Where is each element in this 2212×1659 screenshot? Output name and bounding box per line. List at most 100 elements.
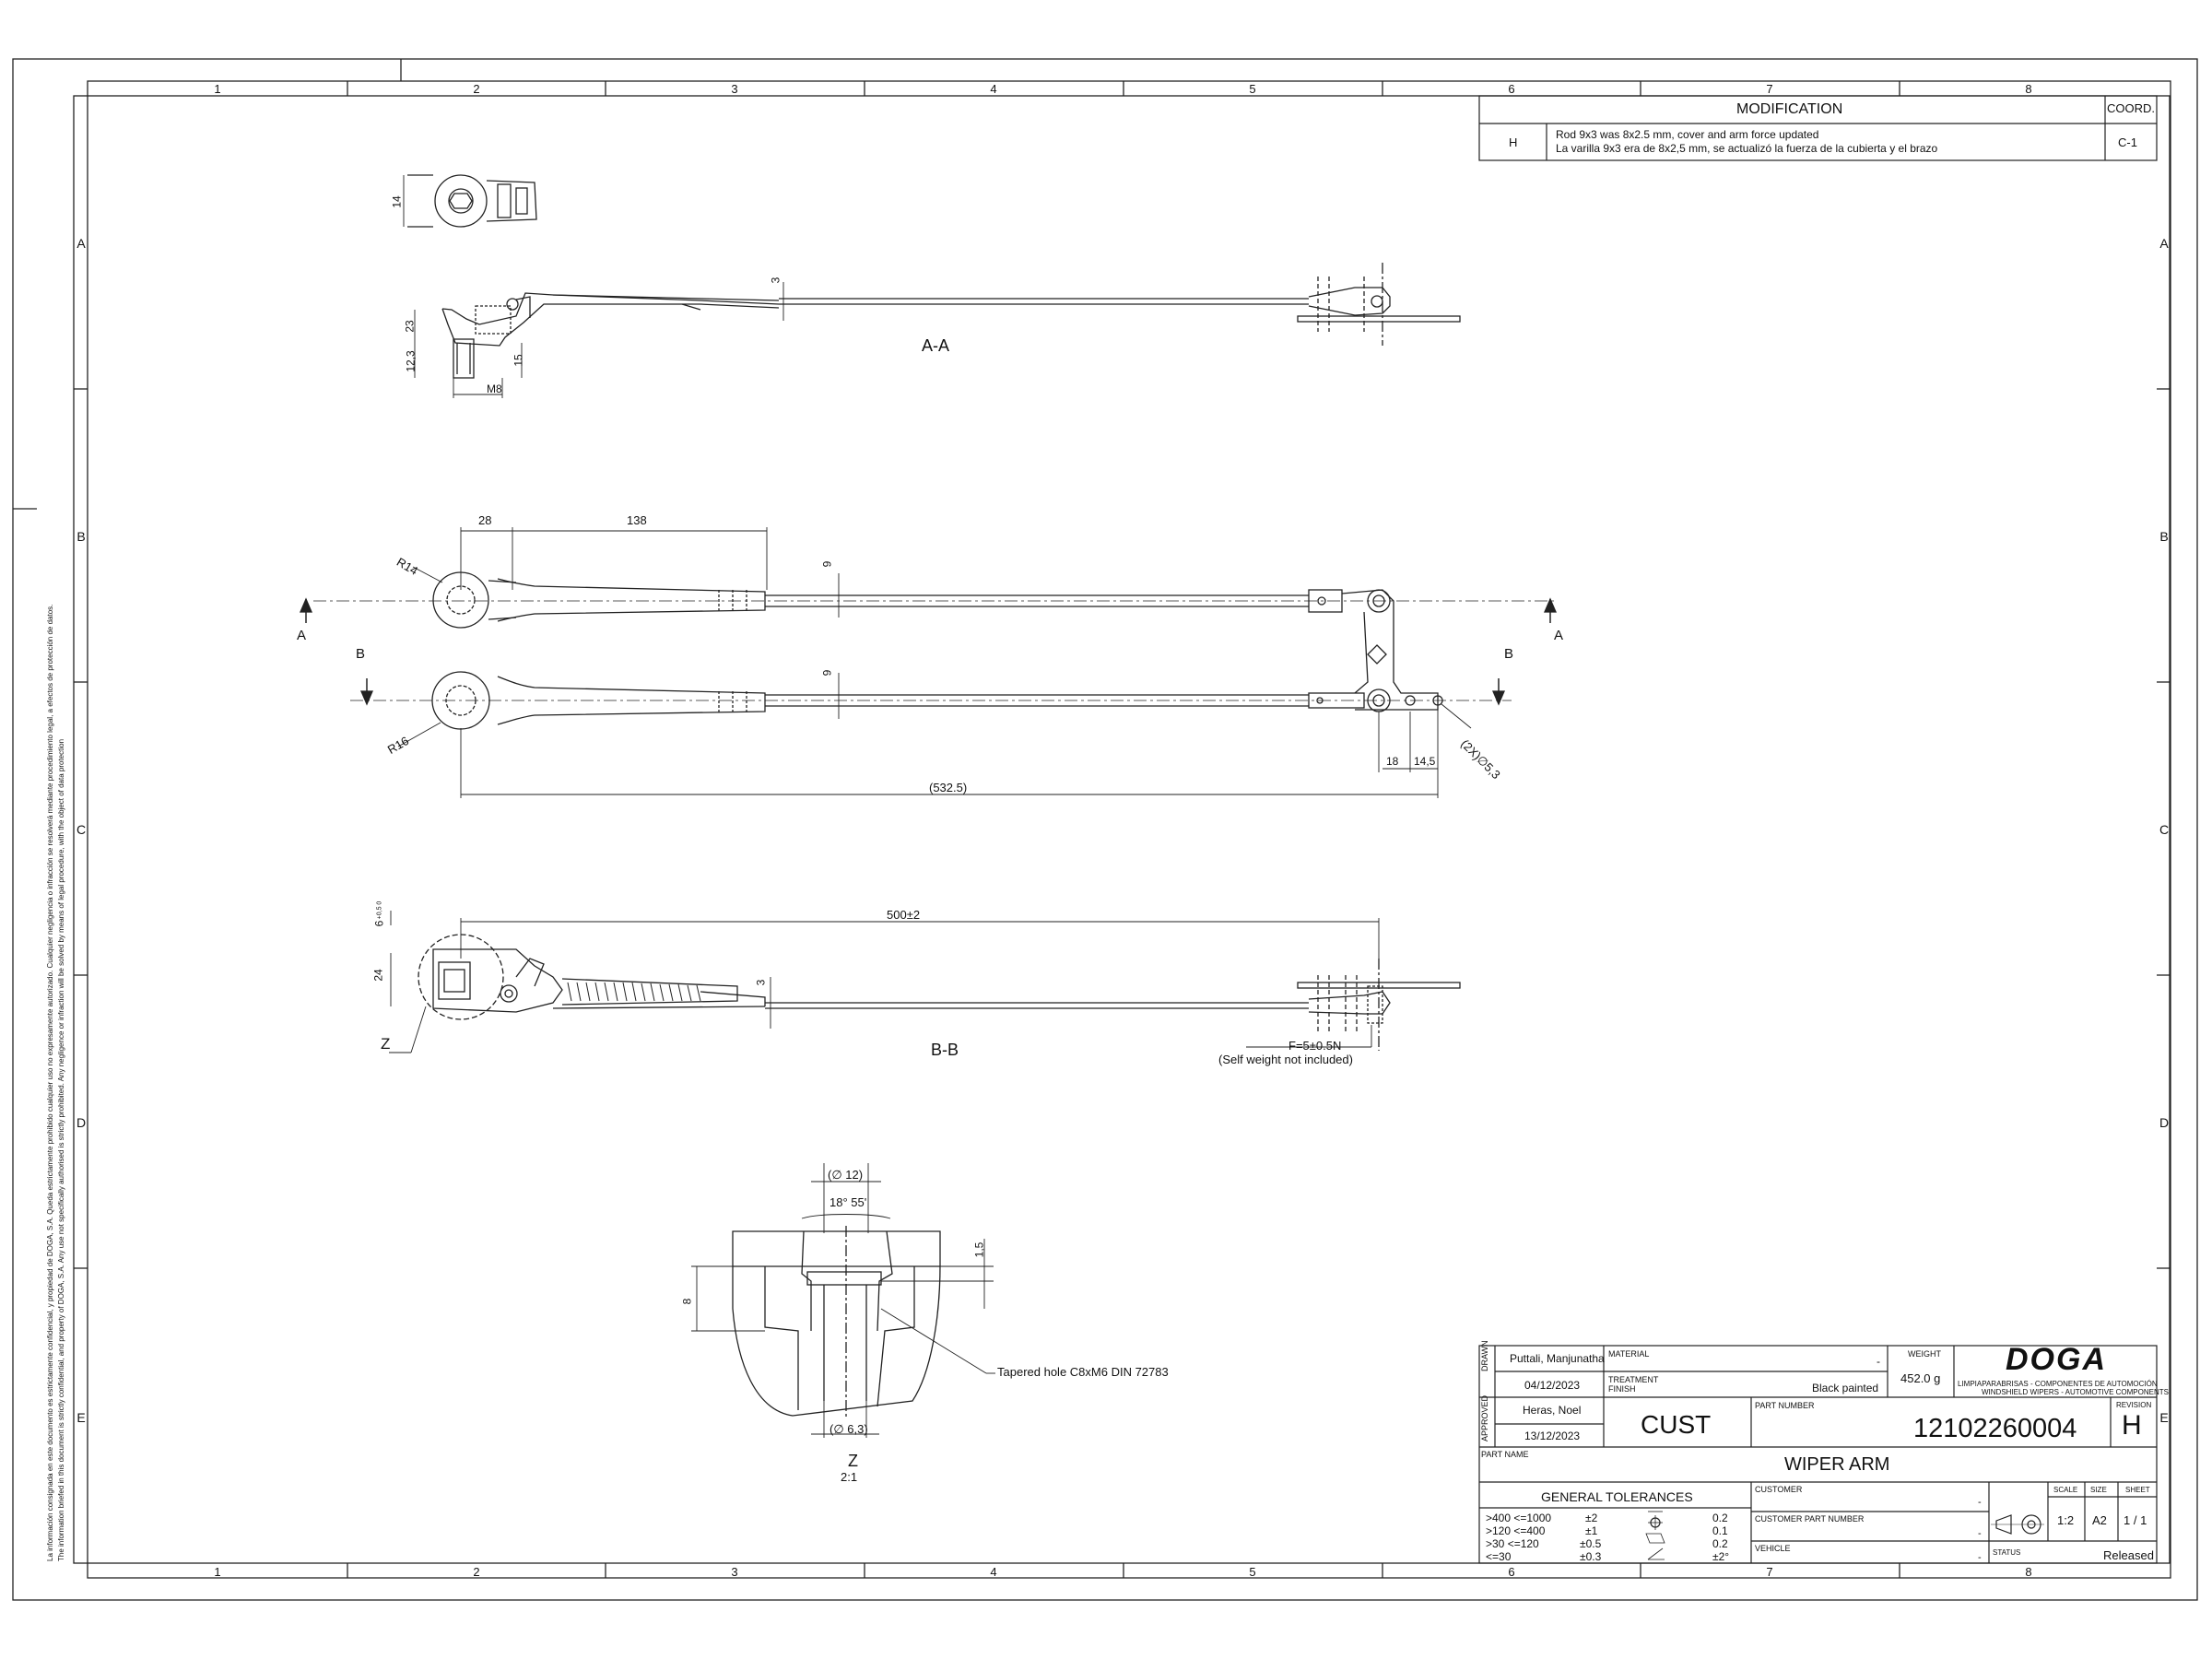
company-en: WINDSHIELD WIPERS - AUTOMOTIVE COMPONENT…	[1982, 1388, 2169, 1396]
customer-label: CUSTOMER	[1755, 1485, 1803, 1494]
zone-col-2-bottom: 2	[473, 1565, 480, 1579]
part-number-label: PART NUMBER	[1755, 1401, 1815, 1410]
weight-value: 452.0 g	[1900, 1371, 1941, 1385]
zone-col-2: 2	[473, 82, 480, 96]
zone-row-b: B	[76, 529, 86, 544]
zone-row-d: D	[76, 1115, 87, 1130]
dim-d12: (∅ 12)	[828, 1168, 864, 1182]
force-value: F=5±0.5N	[1288, 1039, 1342, 1053]
tol-geo-3: 0.2	[1712, 1537, 1728, 1550]
detail-z-label: Z	[848, 1452, 858, 1470]
zone-col-7: 7	[1766, 82, 1773, 96]
part-name-label: PART NAME	[1481, 1450, 1529, 1459]
zone-row-e: E	[76, 1410, 86, 1425]
modification-text-en: Rod 9x3 was 8x2.5 mm, cover and arm forc…	[1556, 128, 1819, 141]
tol-range-1: >400 <=1000	[1486, 1512, 1552, 1524]
tol-geo-4: ±2°	[1712, 1550, 1730, 1563]
zone-row-c-right: C	[2159, 822, 2170, 837]
scale-value: 1:2	[2057, 1513, 2075, 1527]
customer-value: -	[1978, 1497, 1982, 1508]
revision-label: REVISION	[2116, 1401, 2152, 1409]
zone-col-4: 4	[990, 82, 997, 96]
zone-col-8-bottom: 8	[2025, 1565, 2032, 1579]
tol-range-4: <=30	[1486, 1550, 1512, 1563]
section-mark-a-left: A	[297, 628, 307, 643]
tol-geo-2: 0.1	[1712, 1524, 1728, 1537]
part-number: 12102260004	[1913, 1414, 2077, 1443]
detail-z-ref: Z	[381, 1035, 391, 1053]
view-aa-label: A-A	[922, 336, 950, 355]
company-es: LIMPIAPARABRISAS - COMPONENTES DE AUTOMO…	[1958, 1380, 2158, 1388]
section-mark-a-right: A	[1554, 628, 1564, 643]
zone-col-3: 3	[731, 82, 738, 96]
tol-value-3: ±0.5	[1580, 1537, 1602, 1550]
force-note: (Self weight not included)	[1218, 1053, 1353, 1066]
zone-col-8: 8	[2025, 82, 2032, 96]
zone-row-e-right: E	[2159, 1410, 2169, 1425]
treatment-value: Black painted	[1812, 1382, 1879, 1394]
dim-500: 500±2	[887, 908, 921, 922]
zone-col-4-bottom: 4	[990, 1565, 997, 1579]
material-value: -	[1877, 1355, 1880, 1368]
dim-18: 18	[1386, 755, 1399, 768]
section-mark-b-left: B	[356, 646, 366, 662]
tol-value-2: ±1	[1585, 1524, 1598, 1537]
zone-col-5: 5	[1249, 82, 1256, 96]
part-name: WIPER ARM	[1784, 1454, 1890, 1475]
zone-col-6-bottom: 6	[1508, 1565, 1515, 1579]
general-tolerances-label: GENERAL TOLERANCES	[1541, 1489, 1693, 1504]
zone-col-5-bottom: 5	[1249, 1565, 1256, 1579]
vehicle-label: VEHICLE	[1755, 1544, 1791, 1553]
size-value: A2	[2092, 1513, 2107, 1527]
coord-header: COORD.	[2107, 101, 2155, 115]
scale-label: SCALE	[2053, 1486, 2078, 1494]
doga-logo: DOGA	[2006, 1342, 2107, 1377]
tapered-hole-note: Tapered hole C8xM6 DIN 72783	[997, 1365, 1169, 1379]
vehicle-value: -	[1978, 1552, 1982, 1563]
dim-28: 28	[478, 513, 492, 527]
modification-coord: C-1	[2118, 135, 2137, 149]
sheet-value: 1 / 1	[2124, 1513, 2147, 1527]
zone-col-1: 1	[214, 82, 221, 96]
approved-name: Heras, Noel	[1523, 1404, 1582, 1417]
dim-532-5: (532.5)	[929, 781, 968, 794]
approved-date: 13/12/2023	[1524, 1430, 1581, 1442]
tol-range-2: >120 <=400	[1486, 1524, 1546, 1537]
view-bb-label: B-B	[931, 1041, 959, 1059]
zone-col-1-bottom: 1	[214, 1565, 221, 1579]
drawn-label: DRAWN	[1480, 1340, 1489, 1371]
revision-value: H	[2122, 1410, 2142, 1441]
material-label: MATERIAL	[1608, 1349, 1650, 1359]
dim-angle: 18° 55'	[830, 1195, 867, 1209]
tol-value-1: ±2	[1585, 1512, 1598, 1524]
dim-14-5: 14,5	[1414, 755, 1436, 768]
customer-part-number-label: CUSTOMER PART NUMBER	[1755, 1514, 1865, 1524]
status-value: Released	[2103, 1548, 2154, 1562]
detail-z-scale: 2:1	[841, 1470, 858, 1484]
dim-m8: M8	[487, 382, 502, 395]
zone-col-7-bottom: 7	[1766, 1565, 1773, 1579]
treatment-label: TREATMENT FINISH	[1608, 1375, 1659, 1394]
zone-col-3-bottom: 3	[731, 1565, 738, 1579]
drawn-date: 04/12/2023	[1524, 1379, 1581, 1392]
tol-range-3: >30 <=120	[1486, 1537, 1539, 1550]
zone-row-d-right: D	[2159, 1115, 2170, 1130]
size-label: SIZE	[2090, 1486, 2107, 1494]
weight-label: WEIGHT	[1908, 1349, 1941, 1359]
modification-header: MODIFICATION	[1736, 101, 1843, 117]
tol-value-4: ±0.3	[1580, 1550, 1602, 1563]
zone-row-b-right: B	[2159, 529, 2169, 544]
dim-138: 138	[627, 513, 647, 527]
drawn-name: Puttali, Manjunatha	[1510, 1352, 1605, 1365]
zone-col-6: 6	[1508, 82, 1515, 96]
dim-d6-3: (∅ 6,3)	[830, 1422, 868, 1436]
modification-text-es: La varilla 9x3 era de 8x2,5 mm, se actua…	[1556, 142, 1938, 155]
cust-code: CUST	[1641, 1410, 1712, 1439]
